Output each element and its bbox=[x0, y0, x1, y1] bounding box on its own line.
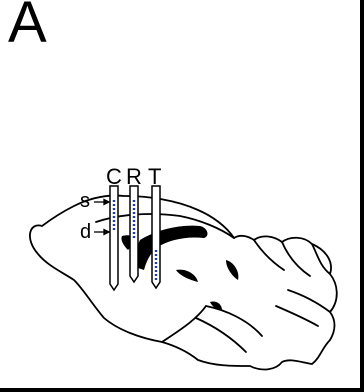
depth-label-s: s bbox=[80, 190, 90, 212]
probe-label-r: R bbox=[126, 164, 142, 189]
brain-diagram: C R T s d bbox=[0, 0, 360, 388]
depth-label-d: d bbox=[80, 221, 91, 243]
corpus-callosum bbox=[137, 226, 208, 270]
figure-panel: A bbox=[0, 0, 360, 388]
brain-outline bbox=[30, 196, 337, 370]
probe-label-t: T bbox=[148, 164, 161, 189]
probe-label-c: C bbox=[106, 164, 122, 189]
probe-t-shank bbox=[152, 186, 160, 288]
